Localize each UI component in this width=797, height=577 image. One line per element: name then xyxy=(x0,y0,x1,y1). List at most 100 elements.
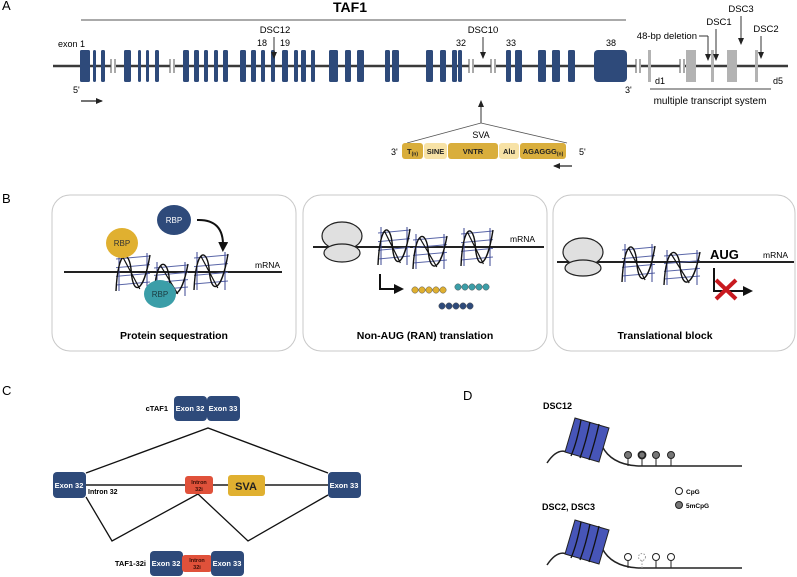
exon33-block-label: Exon 33 xyxy=(330,481,359,490)
g-quadruplex xyxy=(115,253,151,292)
gq-loop xyxy=(466,231,484,265)
g-quadruplex-group-3 xyxy=(621,244,701,286)
box-title-block: Translational block xyxy=(617,330,712,342)
sva-segment xyxy=(424,143,447,159)
taf132i-intron-label-1: Intron xyxy=(189,558,205,564)
methylated-cpg xyxy=(652,451,660,459)
mrna-label-3: mRNA xyxy=(763,250,788,260)
dsc1-label: DSC1 xyxy=(706,17,731,28)
rbp-gold xyxy=(106,228,138,258)
exon-block xyxy=(301,50,306,82)
exon32-block-label: Exon 32 xyxy=(55,481,84,490)
panel-a-letter: A xyxy=(2,0,11,13)
dsc3-label: DSC3 xyxy=(728,4,753,15)
sva-expand-right xyxy=(480,122,568,144)
binding-arrow xyxy=(196,218,229,252)
taf132i-exon32 xyxy=(150,551,183,576)
taf132i-intron-label-2: 32i xyxy=(193,565,201,571)
mrna-label-1: mRNA xyxy=(255,260,280,270)
exon-block xyxy=(357,50,364,82)
gq-loop xyxy=(122,256,141,290)
panel-c-letter: C xyxy=(2,383,11,398)
g-tetrad xyxy=(621,255,656,260)
exon-block xyxy=(568,50,575,82)
g-tetrad xyxy=(460,239,494,244)
g-tetrad xyxy=(460,247,494,252)
exon-block xyxy=(345,50,351,82)
sva-segment xyxy=(448,143,498,159)
five-prime-label: 5' xyxy=(73,85,80,95)
exon-block xyxy=(146,50,149,82)
break-gap xyxy=(111,59,116,73)
sva-segment xyxy=(520,143,566,159)
exon-block xyxy=(138,50,141,82)
sva-segment-label: VNTR xyxy=(463,147,484,156)
g-tetrad xyxy=(193,263,229,268)
ran-start-arrow xyxy=(379,274,404,294)
sva-three-prime: 3' xyxy=(391,147,398,157)
exon-block xyxy=(124,50,131,82)
sva-block-label: SVA xyxy=(235,481,257,493)
g-tetrad xyxy=(621,263,656,268)
ran-peptides xyxy=(411,283,490,310)
dna-strand xyxy=(546,450,568,464)
aug-label: AUG xyxy=(710,247,739,262)
taf132i-exon33 xyxy=(211,551,244,576)
rbp-gold-label: RBP xyxy=(114,239,130,248)
panel-d-letter: D xyxy=(463,388,472,403)
d5-label: d5 xyxy=(773,76,783,86)
taf132i-label: TAF1-32i xyxy=(115,559,146,568)
g-quadruplex xyxy=(412,234,448,270)
exon-block xyxy=(294,50,298,82)
exon32-block xyxy=(53,472,86,498)
g-tetrad xyxy=(412,251,448,256)
peptide-bead xyxy=(418,286,426,294)
exon-block xyxy=(223,50,228,82)
break-gap xyxy=(469,59,474,73)
taf132i-exon32-label: Exon 32 xyxy=(152,559,181,568)
peptide-bead xyxy=(461,283,469,291)
sva-segment-label: Alu xyxy=(503,147,516,156)
g-tetrad xyxy=(115,272,151,277)
three-prime-label: 3' xyxy=(625,85,632,95)
box-title-ran: Non-AUG (RAN) translation xyxy=(357,330,494,342)
intron32i-label-1: Intron xyxy=(191,480,207,486)
g-quadruplex xyxy=(621,244,656,283)
mts-exon-block xyxy=(686,50,696,82)
intron32-label: Intron 32 xyxy=(88,489,118,496)
exon-block xyxy=(392,50,399,82)
exon-block xyxy=(452,50,457,82)
taf1-exons xyxy=(80,50,758,82)
exon18-label: 18 xyxy=(257,38,267,48)
mts-label: multiple transcript system xyxy=(654,96,767,107)
exon-block xyxy=(194,50,199,82)
g-tetrad xyxy=(412,244,448,249)
rbp-teal-label: RBP xyxy=(152,290,168,299)
peptide-bead xyxy=(432,286,440,294)
ribosome-small-subunit-2 xyxy=(323,243,361,263)
legend-cpg-label: CpG xyxy=(686,489,700,496)
sva-segment-label: T(n) xyxy=(407,147,418,158)
mts-exon-block xyxy=(727,50,737,82)
sva-segment xyxy=(499,143,519,159)
alt-splice-right xyxy=(197,493,329,542)
dna-wrap xyxy=(579,421,591,459)
gq-loop xyxy=(383,230,401,264)
rbp-navy-label: RBP xyxy=(166,216,182,225)
peptide-bead xyxy=(466,302,474,310)
g-tetrad xyxy=(663,260,701,265)
gq-loop xyxy=(670,253,690,284)
exon-block xyxy=(552,50,560,82)
exon-block xyxy=(80,50,90,82)
exon-block xyxy=(101,50,105,82)
canonical-splice xyxy=(85,427,329,474)
deletion-label: 48-bp deletion xyxy=(637,31,697,42)
intron32i-label-2: 32i xyxy=(195,487,203,493)
peptide-bead xyxy=(425,286,433,294)
ctaf1-exon32 xyxy=(174,396,207,421)
mrna-label-2: mRNA xyxy=(510,234,535,244)
g-tetrad xyxy=(377,238,411,243)
nucleosome-top xyxy=(546,417,742,467)
legend-5mcpg-label: 5mCpG xyxy=(686,503,709,510)
